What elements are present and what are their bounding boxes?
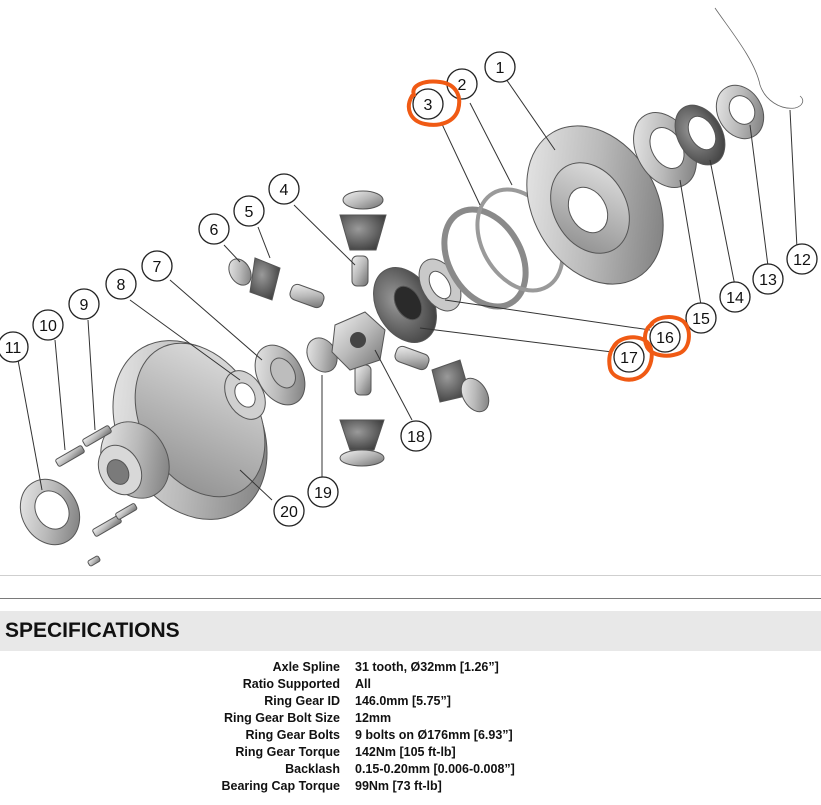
spec-value: 12mm [355, 711, 392, 725]
callout-17: 17 [613, 341, 645, 373]
callout-label: 19 [314, 485, 332, 502]
callout-label: 9 [80, 297, 89, 314]
callout-label: 10 [39, 318, 57, 335]
spec-row: Ring Gear ID 146.0mm [5.75”] [0, 694, 821, 711]
callout-label: 11 [5, 340, 22, 357]
callout-18: 18 [400, 420, 432, 452]
divider [0, 575, 821, 576]
spec-value: 146.0mm [5.75”] [355, 694, 451, 708]
spec-label: Ring Gear ID [264, 694, 340, 708]
pinion-gear-bottom [339, 419, 385, 467]
callout-label: 15 [692, 311, 710, 328]
spec-label: Ring Gear Bolts [245, 728, 340, 742]
callout-5: 5 [233, 195, 265, 227]
callout-label: 1 [496, 60, 505, 77]
spec-value: All [355, 677, 371, 691]
callout-label: 14 [726, 290, 744, 307]
callout-13: 13 [752, 263, 784, 295]
spec-row: Bearing Cap Torque 99Nm [73 ft-lb] [0, 779, 821, 796]
specifications-title: SPECIFICATIONS [5, 619, 180, 642]
pinion-gear-top [339, 190, 387, 251]
callout-highlights [406, 79, 691, 382]
spec-row: Axle Spline 31 tooth, Ø32mm [1.26”] [0, 660, 821, 677]
leader-lines [17, 78, 798, 501]
callout-label: 12 [793, 252, 811, 269]
callout-15: 15 [685, 302, 717, 334]
callout-10: 10 [32, 309, 64, 341]
callout-label: 5 [245, 204, 254, 221]
spec-label: Axle Spline [272, 660, 340, 674]
pinion-gear-left [228, 257, 281, 301]
highlight-callout-3 [406, 79, 462, 127]
spec-row: Ring Gear Torque 142Nm [105 ft-lb] [0, 745, 821, 762]
spec-value: 9 bolts on Ø176mm [6.93”] [355, 728, 513, 742]
callout-1: 1 [484, 51, 516, 83]
callout-label: 6 [210, 222, 219, 239]
spec-label: Ring Gear Bolt Size [224, 711, 340, 725]
wire-clip [714, 7, 804, 109]
callout-label: 7 [153, 259, 162, 276]
callout-label: 3 [424, 97, 433, 114]
spec-value: 142Nm [105 ft-lb] [355, 745, 456, 759]
spec-value: 31 tooth, Ø32mm [1.26”] [355, 660, 499, 674]
bearing-race [674, 104, 726, 166]
case-bolts [55, 425, 138, 567]
spec-label: Ring Gear Torque [235, 745, 340, 759]
callout-8: 8 [105, 268, 137, 300]
callout-12: 12 [786, 243, 818, 275]
callout-label: 18 [407, 429, 425, 446]
flange-carrier [526, 125, 664, 285]
callout-14: 14 [719, 281, 751, 313]
spec-row: Ring Gear Bolt Size 12mm [0, 711, 821, 728]
spec-value: 0.15-0.20mm [0.006-0.008”] [355, 762, 515, 776]
divider [0, 598, 821, 599]
callout-9: 9 [68, 288, 100, 320]
callout-6: 6 [198, 213, 230, 245]
exploded-differential-diagram: 1 2 3 4 5 6 7 8 9 10 11 12 13 14 15 16 1… [0, 7, 818, 567]
spec-row: Ring Gear Bolts 9 bolts on Ø176mm [6.93”… [0, 728, 821, 745]
pinion-gear-right [431, 359, 490, 413]
callout-7: 7 [141, 250, 173, 282]
spec-label: Backlash [285, 762, 340, 776]
diagram-canvas: 1 2 3 4 5 6 7 8 9 10 11 12 13 14 15 16 1… [0, 7, 818, 567]
callout-20: 20 [273, 495, 305, 527]
thrust-ring [715, 84, 765, 140]
callout-4: 4 [268, 173, 300, 205]
cross-shaft-pieces [289, 255, 430, 396]
highlight-callout-17 [607, 335, 654, 382]
callout-label: 13 [759, 272, 777, 289]
callout-label: 2 [458, 77, 467, 94]
specifications-header-bar: SPECIFICATIONS [0, 611, 821, 651]
callout-label: 16 [656, 330, 674, 347]
spec-row: Backlash 0.15-0.20mm [0.006-0.008”] [0, 762, 821, 779]
spec-label: Ratio Supported [242, 677, 340, 691]
callout-3: 3 [412, 88, 444, 120]
callout-11: 11 [0, 331, 29, 363]
spider-block [331, 311, 386, 371]
side-gear-left [254, 344, 306, 406]
callout-label: 17 [620, 350, 638, 367]
callout-16: 16 [649, 321, 681, 353]
callout-label: 20 [280, 504, 298, 521]
callout-label: 4 [280, 182, 289, 199]
callout-label: 8 [117, 277, 126, 294]
spec-row: Ratio Supported All [0, 677, 821, 694]
side-gear-washer-left [224, 370, 266, 420]
callout-19: 19 [307, 476, 339, 508]
left-bearing [19, 478, 81, 546]
spec-label: Bearing Cap Torque [221, 779, 340, 793]
spec-value: 99Nm [73 ft-lb] [355, 779, 442, 793]
